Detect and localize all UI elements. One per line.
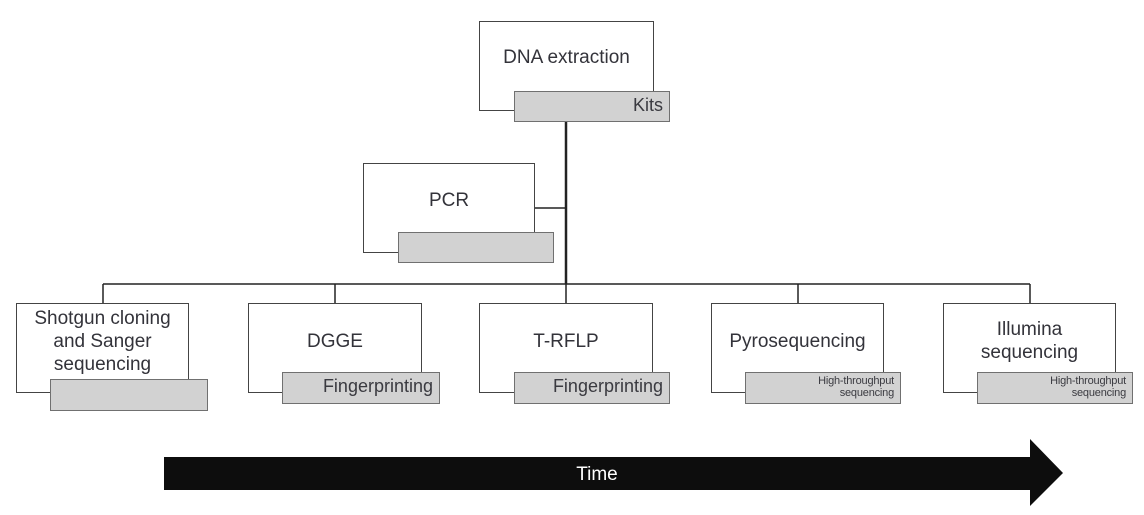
time-arrow-shape	[164, 439, 1063, 506]
dgge-title: DGGE	[307, 331, 363, 352]
illumina-title: Illumina sequencing	[980, 319, 1079, 363]
shotgun-sanger-title: Shotgun cloning and Sanger sequencing	[34, 308, 171, 375]
shotgun-sanger-box: Shotgun cloning and Sanger sequencing	[16, 303, 189, 393]
pyrosequencing-tag: High-throughput sequencing	[745, 372, 901, 404]
shotgun-sanger-tag	[50, 379, 208, 411]
dgge-tag: Fingerprinting	[282, 372, 440, 404]
pcr-title: PCR	[428, 190, 470, 211]
time-arrow	[164, 439, 1063, 506]
time-label: Time	[576, 464, 618, 485]
dna-extraction-tag: Kits	[514, 91, 670, 122]
pcr-tag	[398, 232, 554, 263]
dna-extraction-title: DNA extraction	[503, 47, 630, 68]
illumina-tag: High-throughput sequencing	[977, 372, 1133, 404]
trflp-title: T-RFLP	[533, 331, 599, 352]
trflp-tag: Fingerprinting	[514, 372, 670, 404]
pyrosequencing-title: Pyrosequencing	[729, 331, 866, 352]
